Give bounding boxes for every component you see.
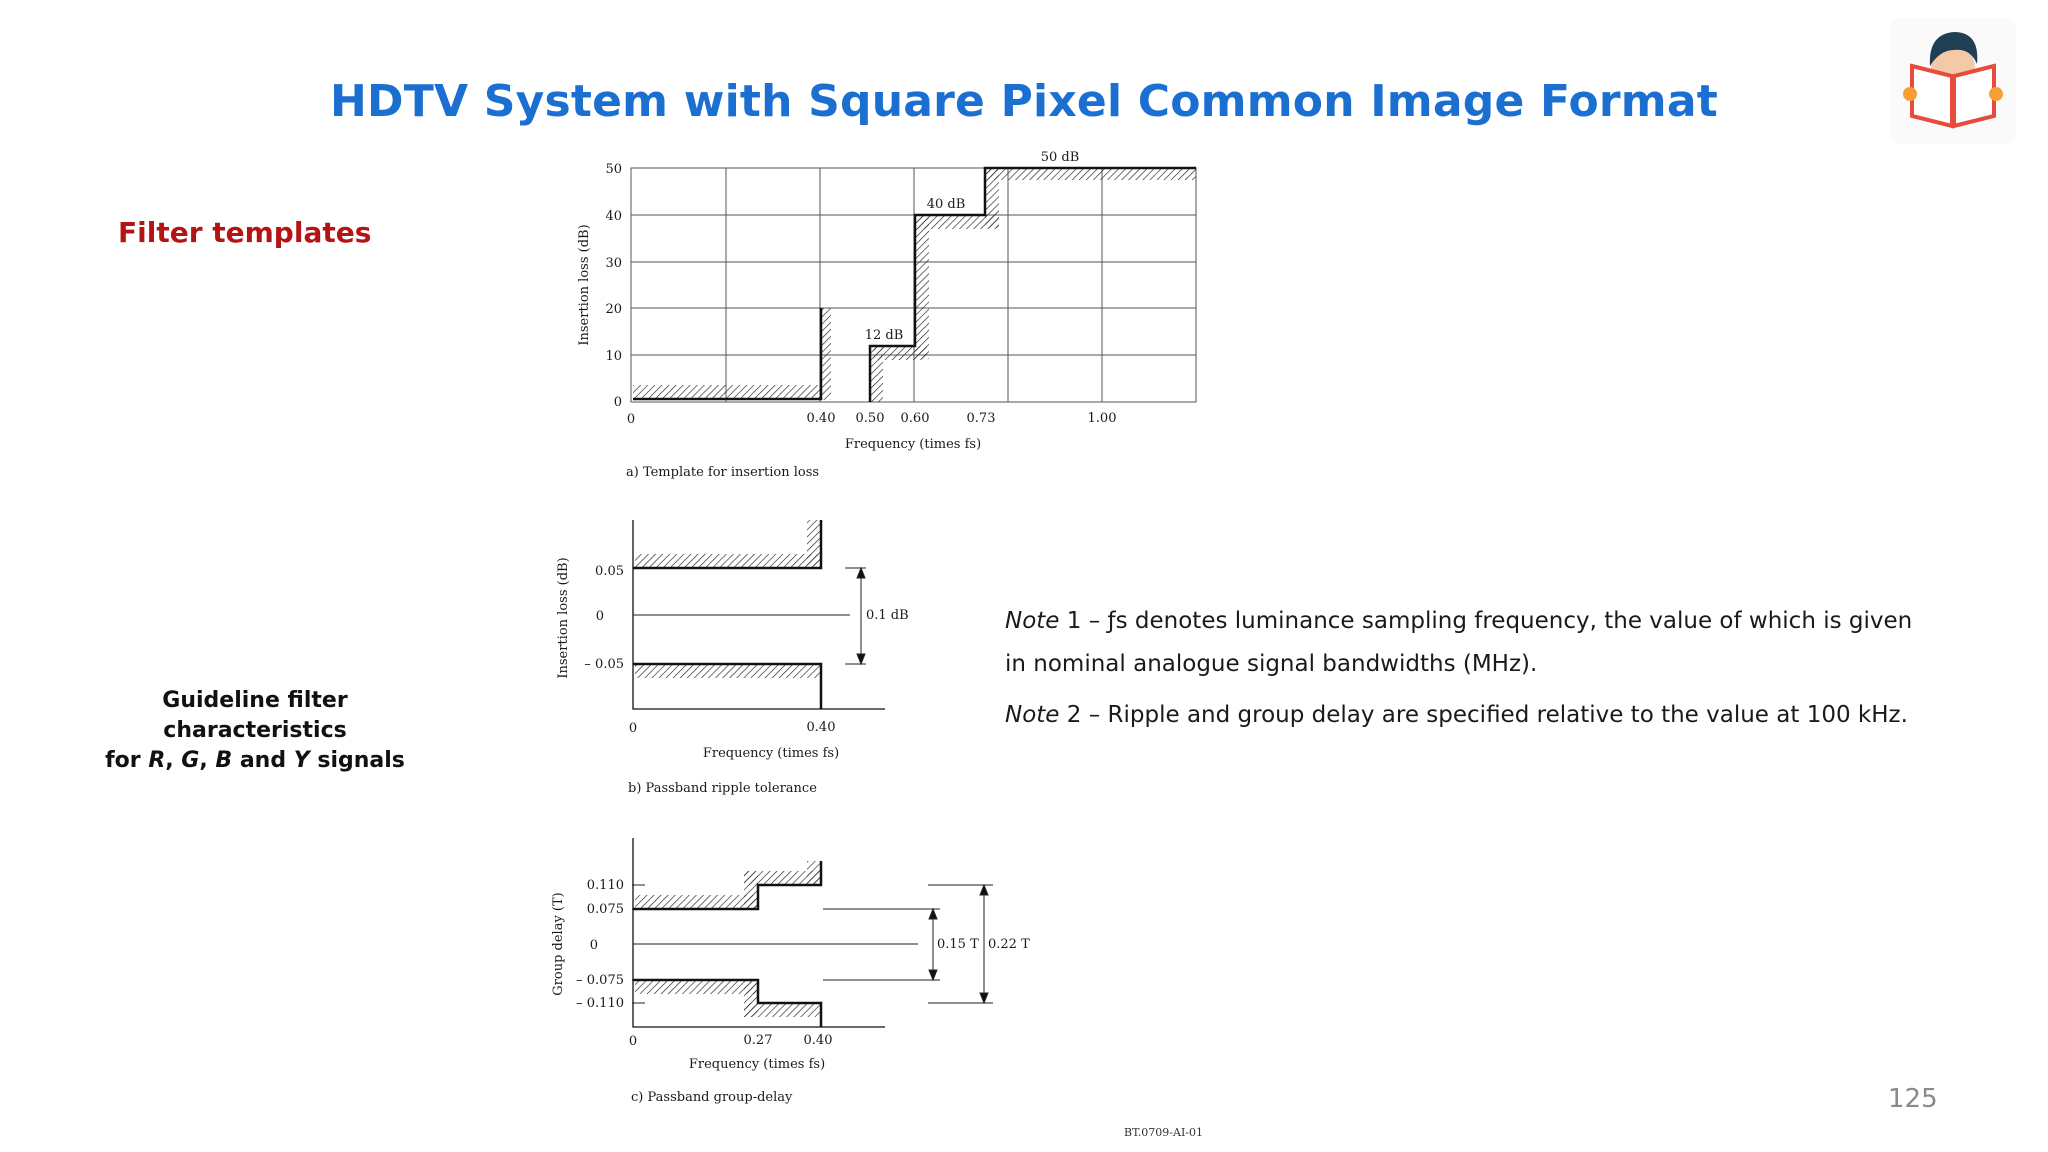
figure-a-ytick: 0 bbox=[614, 395, 622, 410]
figure-c-ytick: 0 bbox=[590, 938, 598, 953]
figure-c-caption: c) Passband group-delay bbox=[631, 1090, 793, 1105]
figure-a-xtick: 0.73 bbox=[967, 411, 996, 426]
note-2-label: Note bbox=[1005, 702, 1060, 728]
figure-c-hatching bbox=[635, 861, 821, 1017]
figure-a-ytick: 20 bbox=[605, 302, 622, 317]
figure-b-lower-limit bbox=[633, 662, 823, 709]
figure-a-lower-template bbox=[633, 308, 823, 401]
figure-c-ytick: 0.075 bbox=[587, 902, 624, 917]
figure-a-xtick: 0.50 bbox=[856, 411, 885, 426]
figure-a-grid bbox=[630, 167, 1197, 403]
page-number: 125 bbox=[1888, 1084, 1938, 1114]
note-2-text: 2 – Ripple and group delay are specified… bbox=[1059, 702, 1908, 728]
figure-a-xticks: 0 0.40 0.50 0.60 0.73 1.00 bbox=[627, 411, 1117, 427]
note-1-text: 1 – ƒs denotes luminance sampling freque… bbox=[1059, 608, 1913, 634]
figure-c-annotation-022t: 0.22 T bbox=[988, 937, 1030, 952]
note-1: Note 1 – ƒs denotes luminance sampling f… bbox=[1005, 600, 1965, 643]
figure-b-ylabel: Insertion loss (dB) bbox=[556, 557, 571, 678]
figure-c-axes bbox=[632, 838, 885, 1028]
note-1-label: Note bbox=[1005, 608, 1060, 634]
figure-b-ytick: 0 bbox=[596, 609, 604, 624]
figure-a-insertion-loss: 0 10 20 30 40 50 0 0.40 0.50 0.60 0.73 1… bbox=[577, 150, 1197, 480]
note-1-continued: in nominal analogue signal bandwidths (M… bbox=[1005, 651, 1538, 677]
figure-b-xticks: 0 0.40 bbox=[629, 720, 836, 736]
figure-b-dimension bbox=[845, 566, 866, 666]
figure-b-hatching bbox=[635, 520, 821, 678]
figure-a-xtick: 0.60 bbox=[901, 411, 930, 426]
figure-b-xlabel: Frequency (times fs) bbox=[703, 746, 839, 761]
reader-book-icon bbox=[1890, 18, 2016, 144]
figure-a-annotation-50db: 50 dB bbox=[1041, 150, 1080, 165]
guideline-heading-line1: Guideline filter characteristics bbox=[162, 688, 348, 743]
figure-a-caption: a) Template for insertion loss bbox=[626, 465, 819, 480]
figure-c-ylabel: Group delay (T) bbox=[551, 892, 566, 995]
figure-c-group-delay: 0.110 0.075 0 – 0.075 – 0.110 0 0.27 0.4… bbox=[551, 838, 1030, 1105]
figure-a-ylabel: Insertion loss (dB) bbox=[577, 224, 592, 345]
figure-b-ytick: 0.05 bbox=[595, 564, 624, 579]
guideline-heading-line2: for R, G, B and Y signals bbox=[105, 748, 405, 773]
figure-c-xtick: 0 bbox=[629, 1034, 637, 1049]
figure-c-ytick: – 0.075 bbox=[576, 973, 624, 988]
figure-b-upper-limit bbox=[633, 520, 823, 570]
figure-a-ytick: 50 bbox=[605, 162, 622, 177]
figure-b-passband-ripple: 0.05 0 – 0.05 0 0.40 0.1 dB Frequency (t… bbox=[556, 520, 909, 796]
figure-b-caption: b) Passband ripple tolerance bbox=[628, 781, 817, 796]
figure-a-yticks: 0 10 20 30 40 50 bbox=[605, 162, 622, 410]
figure-a-xtick: 1.00 bbox=[1088, 411, 1117, 426]
figure-a-ytick: 40 bbox=[605, 209, 622, 224]
note-2: Note 2 – Ripple and group delay are spec… bbox=[1005, 694, 1965, 737]
filter-templates-heading: Filter templates bbox=[118, 216, 372, 249]
figure-b-axes bbox=[632, 520, 885, 710]
figure-a-ytick: 30 bbox=[605, 256, 622, 271]
figure-a-ytick: 10 bbox=[605, 349, 622, 364]
notes-block: Note 1 – ƒs denotes luminance sampling f… bbox=[1005, 600, 1965, 737]
figure-b-xtick: 0 bbox=[629, 721, 637, 736]
guideline-heading: Guideline filter characteristics for R, … bbox=[70, 686, 440, 776]
figure-b-ytick: – 0.05 bbox=[584, 657, 624, 672]
figure-b-annotation-ripple: 0.1 dB bbox=[866, 608, 909, 623]
figure-c-annotation-015t: 0.15 T bbox=[937, 937, 979, 952]
figure-reference: BT.0709-AI-01 bbox=[1124, 1126, 1204, 1139]
figure-c-ytick: 0.110 bbox=[587, 878, 624, 893]
figure-c-xlabel: Frequency (times fs) bbox=[689, 1057, 825, 1072]
figure-a-annotations: 12 dB 40 dB 50 dB bbox=[865, 150, 1080, 343]
figure-c-xticks: 0 0.27 0.40 bbox=[629, 1033, 833, 1049]
slide-title: HDTV System with Square Pixel Common Ima… bbox=[330, 76, 1718, 127]
figure-a-hatching bbox=[633, 168, 1196, 402]
figure-b-yticks: 0.05 0 – 0.05 bbox=[584, 564, 624, 672]
figure-c-upper-limit bbox=[633, 861, 823, 911]
figure-a-annotation-12db: 12 dB bbox=[865, 328, 904, 343]
figure-c-lower-limit bbox=[633, 978, 823, 1027]
figure-c-ytick: – 0.110 bbox=[576, 996, 624, 1011]
figure-a-annotation-40db: 40 dB bbox=[927, 197, 966, 212]
figure-c-xtick: 0.27 bbox=[744, 1033, 773, 1048]
figure-a-xtick: 0 bbox=[627, 412, 635, 427]
figure-a-upper-template bbox=[868, 166, 1196, 402]
figure-c-reference-lines bbox=[632, 884, 993, 1004]
figure-c-yticks: 0.110 0.075 0 – 0.075 – 0.110 bbox=[576, 878, 624, 1011]
figure-a-xtick: 0.40 bbox=[807, 411, 836, 426]
figure-c-dimensions bbox=[928, 883, 989, 1005]
figure-c-xtick: 0.40 bbox=[804, 1033, 833, 1048]
figure-a-xlabel: Frequency (times fs) bbox=[845, 437, 981, 452]
figure-b-xtick: 0.40 bbox=[807, 720, 836, 735]
figure-c-annotations: 0.15 T 0.22 T bbox=[937, 937, 1030, 952]
